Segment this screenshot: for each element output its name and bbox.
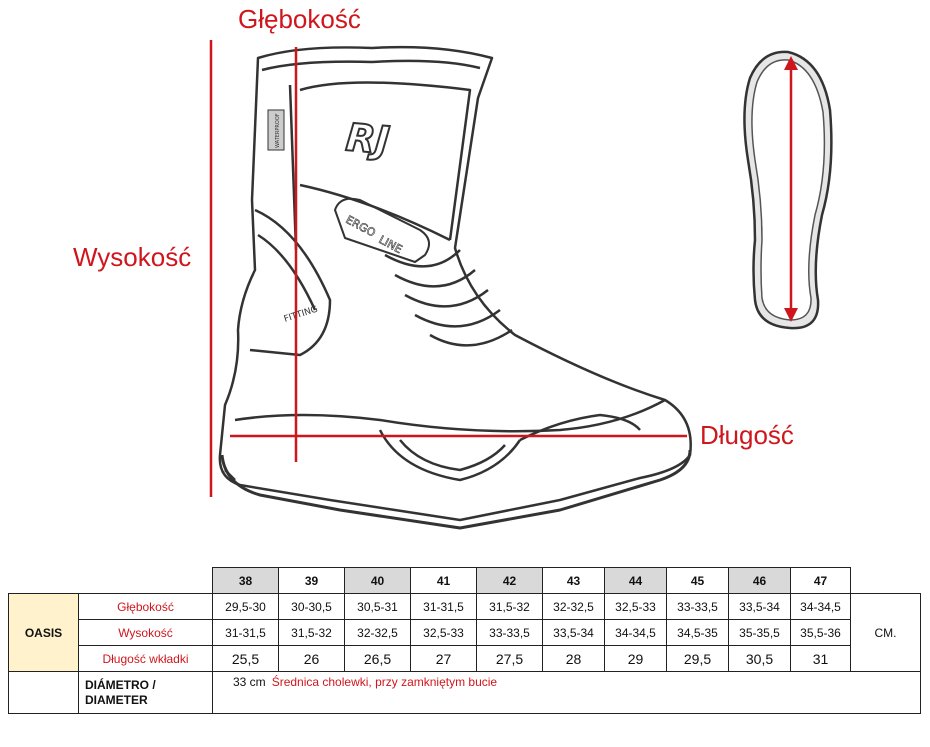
boot-illustration: RJ ERGO LINE FITTING WATERPROOF (209, 40, 833, 530)
table-cell: 25,5 (212, 645, 279, 672)
size-47: 47 (790, 567, 851, 594)
diameter-label-line2: DIAMETER (85, 692, 148, 707)
insole-inner (751, 59, 826, 321)
table-cell: 32-32,5 (542, 593, 605, 620)
table-cell: 28 (542, 645, 605, 672)
table-cell: 31-31,5 (212, 619, 279, 646)
table-cell: 29,5-30 (212, 593, 279, 620)
table-cell: 33,5-34 (728, 593, 791, 620)
size-42: 42 (476, 567, 543, 594)
height-label: Wysokość (73, 242, 192, 272)
boot-tag-text: WATERPROOF (275, 113, 281, 148)
table-cell: 31 (790, 645, 851, 672)
diameter-label: DIÁMETRO / DIAMETER (78, 671, 213, 714)
insole-arrow-bottom (784, 308, 798, 322)
table-cell: 32-32,5 (344, 619, 411, 646)
diameter-label-line1: DIÁMETRO / (85, 677, 156, 692)
diameter-row: DIÁMETRO / DIAMETER 33 cm Średnica cholew… (8, 671, 921, 714)
insole-length-row: Długość wkładki 25,5 26 26,5 27 27,5 28 … (9, 645, 921, 672)
row-label-height: Wysokość (78, 619, 213, 646)
diameter-value-cell: 33 cm Średnica cholewki, przy zamkniętym … (212, 671, 921, 714)
table-cell: 34-34,5 (604, 619, 667, 646)
boot-tag (267, 109, 285, 151)
diameter-value: 33 cm (233, 675, 266, 689)
unit-label: CM. (850, 593, 921, 672)
table-cell: 34-34,5 (790, 593, 851, 620)
table-cell: 33-33,5 (666, 593, 729, 620)
size-39: 39 (278, 567, 345, 594)
height-row: Wysokość 31-31,5 31,5-32 32-32,5 32,5-33… (9, 619, 921, 646)
table-cell: 27,5 (476, 645, 543, 672)
boot-fitting-text: FITTING (283, 305, 319, 325)
size-41: 41 (410, 567, 477, 594)
table-cell: 33,5-34 (542, 619, 605, 646)
model-name: OASIS (8, 593, 79, 672)
table-cell: 27 (410, 645, 477, 672)
table-cell: 33-33,5 (476, 619, 543, 646)
table-cell: 30,5-31 (344, 593, 411, 620)
size-46: 46 (728, 567, 791, 594)
table-cell: 31,5-32 (278, 619, 345, 646)
diameter-note: Średnica cholewki, przy zamkniętym bucie (271, 675, 498, 689)
size-table: 38 39 40 41 42 43 44 45 46 47 OASIS Głęb… (8, 567, 921, 714)
table-cell: 32,5-33 (410, 619, 477, 646)
row-label-depth: Głębokość (78, 593, 213, 620)
table-cell: 30,5 (728, 645, 791, 672)
table-cell: 29,5 (666, 645, 729, 672)
size-43: 43 (542, 567, 605, 594)
size-40: 40 (344, 567, 411, 594)
size-44: 44 (604, 567, 667, 594)
table-cell: 31,5-32 (476, 593, 543, 620)
insole-arrow-top (784, 56, 798, 70)
boot-brand-text: RJ (344, 115, 391, 163)
size-45: 45 (666, 567, 729, 594)
table-cell: 31-31,5 (410, 593, 477, 620)
row-label-insole-length: Długość wkładki (78, 645, 213, 672)
table-cell: 26,5 (344, 645, 411, 672)
depth-label: Głębokość (238, 4, 361, 34)
boot-drawing (218, 45, 692, 530)
table-cell: 34,5-35 (666, 619, 729, 646)
length-label: Długość (700, 420, 794, 450)
table-cell: 35-35,5 (728, 619, 791, 646)
table-cell: 35,5-36 (790, 619, 851, 646)
table-cell: 30-30,5 (278, 593, 345, 620)
table-cell: 32,5-33 (604, 593, 667, 620)
boot-ergo-text: ERGO (344, 213, 378, 240)
size-38: 38 (212, 567, 279, 594)
table-cell: 26 (278, 645, 345, 672)
depth-row: OASIS Głębokość 29,5-30 30-30,5 30,5-31 … (8, 593, 921, 672)
table-cell: 29 (604, 645, 667, 672)
size-header-row: 38 39 40 41 42 43 44 45 46 47 (9, 567, 921, 594)
